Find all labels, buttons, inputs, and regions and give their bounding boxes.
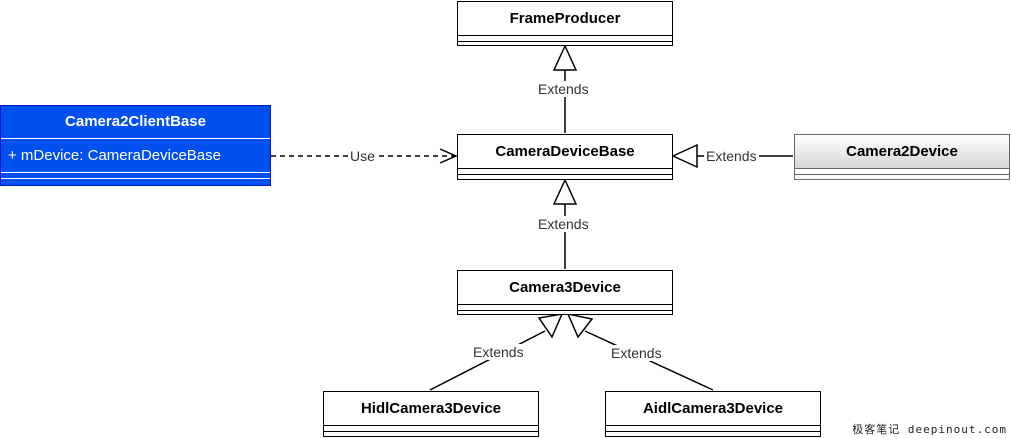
inheritance-arrowhead	[552, 44, 578, 71]
inheritance-arrowhead	[566, 312, 594, 339]
watermark: 极客笔记 deepinout.com	[852, 423, 1007, 436]
class-frame-producer[interactable]: FrameProducer	[457, 1, 673, 46]
class-divider	[458, 310, 672, 315]
class-camera2-device[interactable]: Camera2Device	[794, 134, 1010, 180]
extends-label-aidl-camera3: Extends	[609, 345, 664, 361]
class-camera-device-base[interactable]: CameraDeviceBase	[457, 134, 673, 180]
class-name: Camera2Device	[846, 143, 958, 160]
class-divider	[795, 168, 1009, 174]
class-name: HidlCamera3Device	[360, 400, 502, 417]
class-divider	[458, 304, 672, 310]
extends-line-hidl-to-camera3	[429, 330, 546, 391]
class-name: Camera2ClientBase	[65, 113, 206, 130]
use-label: Use	[348, 148, 377, 164]
class-name: FrameProducer	[509, 10, 621, 27]
class-divider	[1, 172, 270, 178]
class-divider	[606, 425, 820, 431]
class-divider	[324, 431, 538, 436]
class-divider	[458, 168, 672, 174]
class-divider	[324, 425, 538, 431]
class-divider	[1, 178, 270, 183]
inheritance-arrowhead	[552, 178, 578, 205]
extends-label-base-producer: Extends	[536, 81, 591, 97]
class-name: CameraDeviceBase	[495, 143, 635, 160]
class-hidl-camera3-device[interactable]: HidlCamera3Device	[323, 391, 539, 437]
extends-label-camera2-base: Extends	[704, 148, 759, 164]
extends-label-camera3-base: Extends	[536, 216, 591, 232]
class-divider	[795, 174, 1009, 179]
extends-label-hidl-camera3: Extends	[471, 344, 526, 360]
class-name: AidlCamera3Device	[642, 400, 784, 417]
class-attribute: + mDevice: CameraDeviceBase	[1, 138, 270, 172]
class-camera3-device[interactable]: Camera3Device	[457, 270, 673, 315]
class-divider	[458, 174, 672, 179]
class-divider	[458, 41, 672, 46]
class-divider	[606, 431, 820, 436]
class-divider	[458, 35, 672, 41]
inheritance-arrowhead	[671, 143, 698, 169]
class-name: Camera3Device	[509, 279, 621, 296]
inheritance-arrowhead	[537, 313, 564, 339]
open-arrowhead	[439, 148, 458, 164]
class-camera2-client-base[interactable]: Camera2ClientBase + mDevice: CameraDevic…	[0, 105, 271, 186]
class-aidl-camera3-device[interactable]: AidlCamera3Device	[605, 391, 821, 437]
